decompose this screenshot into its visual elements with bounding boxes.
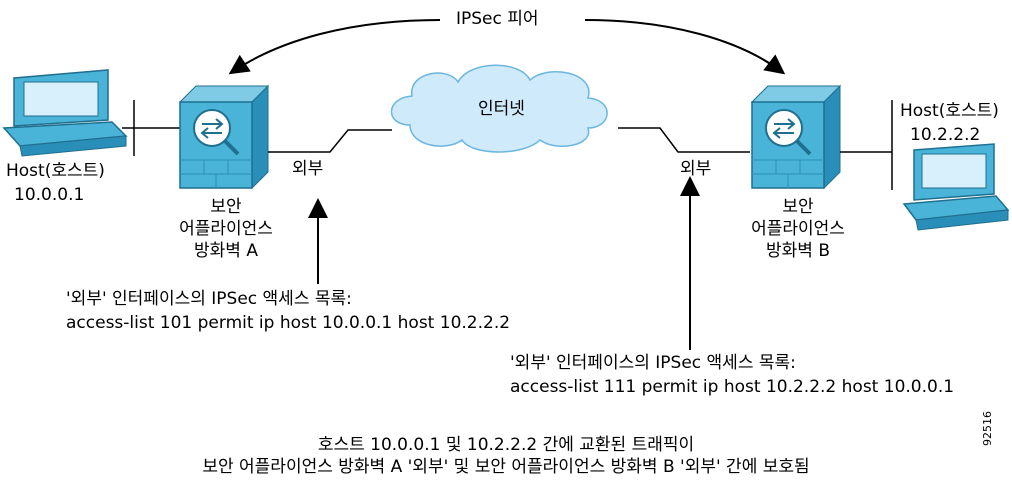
acl-b-rule: access-list 111 permit ip host 10.2.2.2 …: [510, 377, 955, 397]
host-b-ip: 10.2.2.2: [910, 125, 981, 145]
caption-line1: 호스트 10.0.0.1 및 10.2.2.2 간에 교환된 트래픽이: [317, 435, 695, 455]
ipsec-peer-arrow: [228, 19, 441, 75]
host-b-computer-icon: [902, 143, 1010, 231]
firewall-a-icon: [178, 84, 270, 190]
acl-a-rule: access-list 101 permit ip host 10.0.0.1 …: [66, 313, 511, 333]
host-a-name: Host(호스트): [6, 161, 105, 181]
acl-a-title: '외부' 인터페이스의 IPSec 액세스 목록:: [66, 289, 352, 309]
ipsec-peer-label: IPSec 피어: [452, 8, 543, 30]
figure-id: 92516: [981, 411, 994, 446]
outside-b-label: 외부: [680, 159, 712, 179]
firewall-b-line1: 보안: [782, 197, 814, 217]
ipsec-peer-arrow-right: [584, 19, 786, 75]
firewall-b-line2: 어플라이언스: [751, 219, 845, 239]
outside-a-label: 외부: [292, 159, 324, 179]
caption: 호스트 10.0.0.1 및 10.2.2.2 간에 교환된 트래픽이 보안 어…: [0, 434, 1012, 478]
firewall-b-icon: [750, 84, 842, 190]
host-a-ip: 10.0.0.1: [14, 185, 85, 205]
host-a-computer-icon: [2, 69, 128, 157]
firewall-a-line1: 보안: [210, 197, 242, 217]
internet-cloud-icon: [390, 64, 608, 153]
firewall-b-line3: 방화벽 B: [766, 241, 830, 261]
host-b-name: Host(호스트): [900, 101, 999, 121]
firewall-a-label: 보안 어플라이언스 방화벽 A: [166, 196, 286, 262]
internet-label: 인터넷: [478, 99, 525, 119]
caption-line2: 보안 어플라이언스 방화벽 A '외부' 및 보안 어플라이언스 방화벽 B '…: [202, 457, 810, 477]
firewall-b-label: 보안 어플라이언스 방화벽 B: [738, 196, 858, 262]
firewall-a-line3: 방화벽 A: [194, 241, 258, 261]
firewall-a-line2: 어플라이언스: [179, 219, 273, 239]
acl-b-title: '외부' 인터페이스의 IPSec 액세스 목록:: [510, 353, 796, 373]
